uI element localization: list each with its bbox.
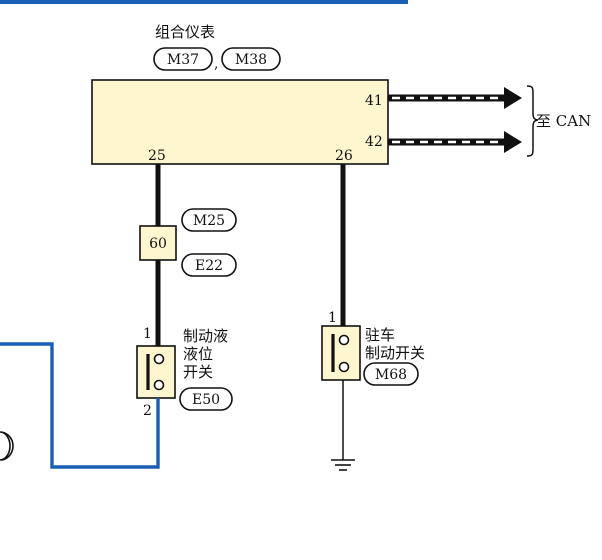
connector-e22-label: E22 bbox=[195, 258, 223, 274]
pin-42: 42 bbox=[365, 134, 383, 150]
instrument-cluster-box bbox=[91, 79, 389, 165]
connector-m37-pill bbox=[153, 47, 213, 71]
ground-symbol bbox=[331, 459, 355, 471]
inline-connector-pin: 60 bbox=[149, 236, 167, 252]
inline-connector-box bbox=[139, 225, 177, 261]
park-switch-pin1: 1 bbox=[328, 310, 337, 326]
connector-m38-label: M38 bbox=[235, 52, 267, 68]
fluid-switch-contact-top bbox=[153, 353, 165, 365]
connector-m38-pill bbox=[221, 47, 281, 71]
connector-e50-label: E50 bbox=[192, 392, 220, 408]
blue-wire bbox=[0, 342, 160, 469]
connector-m25-pill bbox=[181, 208, 237, 232]
park-switch-contact-top bbox=[338, 334, 350, 346]
connector-m25-label: M25 bbox=[193, 213, 225, 229]
park-switch-box bbox=[321, 325, 361, 381]
fluid-switch-label-3: 开关 bbox=[183, 363, 213, 381]
can-line-42 bbox=[388, 131, 522, 153]
can-brace bbox=[526, 85, 539, 157]
fluid-switch-pin1: 1 bbox=[143, 326, 152, 342]
fluid-switch-pin2: 2 bbox=[143, 403, 152, 419]
offpage-connector-circle bbox=[0, 431, 14, 461]
connector-e22-pill bbox=[181, 253, 237, 277]
pin-26: 26 bbox=[335, 148, 353, 164]
connector-m37-label: M37 bbox=[167, 52, 199, 68]
can-label: 至 CAN bbox=[536, 112, 591, 130]
connector-e50-pill bbox=[179, 387, 233, 411]
cluster-title: 组合仪表 bbox=[155, 23, 215, 41]
can-line-41 bbox=[388, 87, 522, 109]
connector-m68-label: M68 bbox=[375, 367, 407, 383]
header-bar bbox=[0, 0, 408, 4]
fluid-switch-label-2: 液位 bbox=[183, 345, 213, 363]
pin-41: 41 bbox=[365, 93, 383, 109]
fluid-switch-label-1: 制动液 bbox=[183, 327, 228, 345]
fluid-switch-box bbox=[136, 345, 176, 399]
connector-m68-pill bbox=[363, 362, 419, 386]
fluid-switch-contact-bottom bbox=[153, 379, 165, 391]
connector-separator: , bbox=[214, 56, 218, 72]
park-switch-contact-bottom bbox=[338, 361, 350, 373]
pin-25: 25 bbox=[148, 148, 166, 164]
park-switch-label-1: 驻车 bbox=[365, 326, 395, 344]
park-switch-label-2: 制动开关 bbox=[365, 344, 425, 362]
